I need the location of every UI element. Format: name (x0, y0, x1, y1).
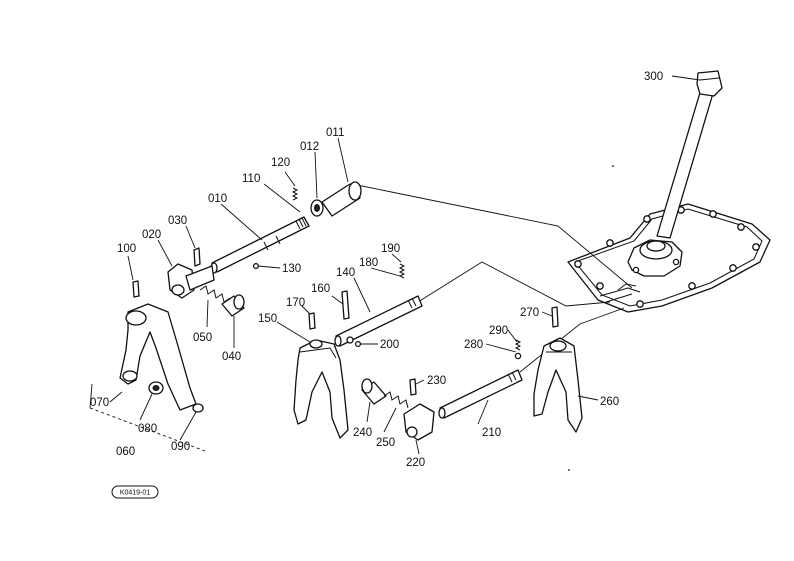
assembly-guide-lines (89, 184, 633, 452)
callout-030: 030 (168, 215, 187, 227)
drawing-code-badge: K0419-01 (111, 485, 159, 499)
callout-110: 110 (242, 173, 260, 185)
callout-011: 011 (326, 127, 344, 139)
callout-190: 190 (381, 243, 400, 255)
callout-200: 200 (380, 339, 399, 351)
callout-060: 060 (116, 446, 135, 458)
shift-fork-070 (119, 303, 204, 413)
shift-lever (656, 70, 723, 239)
callout-300: 300 (644, 71, 663, 83)
shift-arm-assembly-220 (361, 378, 435, 441)
callout-010: 010 (208, 193, 227, 205)
callout-210: 210 (482, 427, 501, 439)
shift-fork-150 (293, 339, 349, 439)
stray-dot (568, 469, 570, 471)
callout-220: 220 (406, 457, 425, 469)
callout-250: 250 (376, 437, 395, 449)
callout-170: 170 (286, 297, 305, 309)
shift-fork-260 (533, 337, 583, 433)
shift-rod-140 (308, 263, 423, 348)
callout-180: 180 (359, 257, 378, 269)
stray-dot (612, 165, 614, 167)
callout-040: 040 (222, 351, 241, 363)
callout-100: 100 (117, 243, 136, 255)
callout-160: 160 (311, 283, 330, 295)
shift-rod-210 (409, 306, 559, 419)
callout-150: 150 (258, 313, 277, 325)
callout-280: 280 (464, 339, 483, 351)
drawing-code: K0419-01 (120, 490, 150, 497)
shift-rod-010 (210, 181, 362, 274)
shift-arm-assembly-020 (132, 247, 245, 317)
callout-070: 070 (90, 397, 109, 409)
callout-230: 230 (427, 375, 446, 387)
callout-140: 140 (336, 267, 355, 279)
callout-090: 090 (171, 441, 190, 453)
callout-labels: 300 011 012 120 110 010 030 020 100 130 … (90, 71, 663, 469)
callout-290: 290 (489, 325, 508, 337)
callout-080: 080 (138, 423, 157, 435)
callout-020: 020 (142, 229, 161, 241)
callout-012: 012 (300, 141, 319, 153)
callout-050: 050 (193, 332, 212, 344)
callout-270: 270 (520, 307, 539, 319)
callout-260: 260 (600, 396, 619, 408)
callout-120: 120 (271, 157, 290, 169)
callout-leaders (109, 75, 701, 455)
callout-130: 130 (282, 263, 301, 275)
callout-240: 240 (353, 427, 372, 439)
